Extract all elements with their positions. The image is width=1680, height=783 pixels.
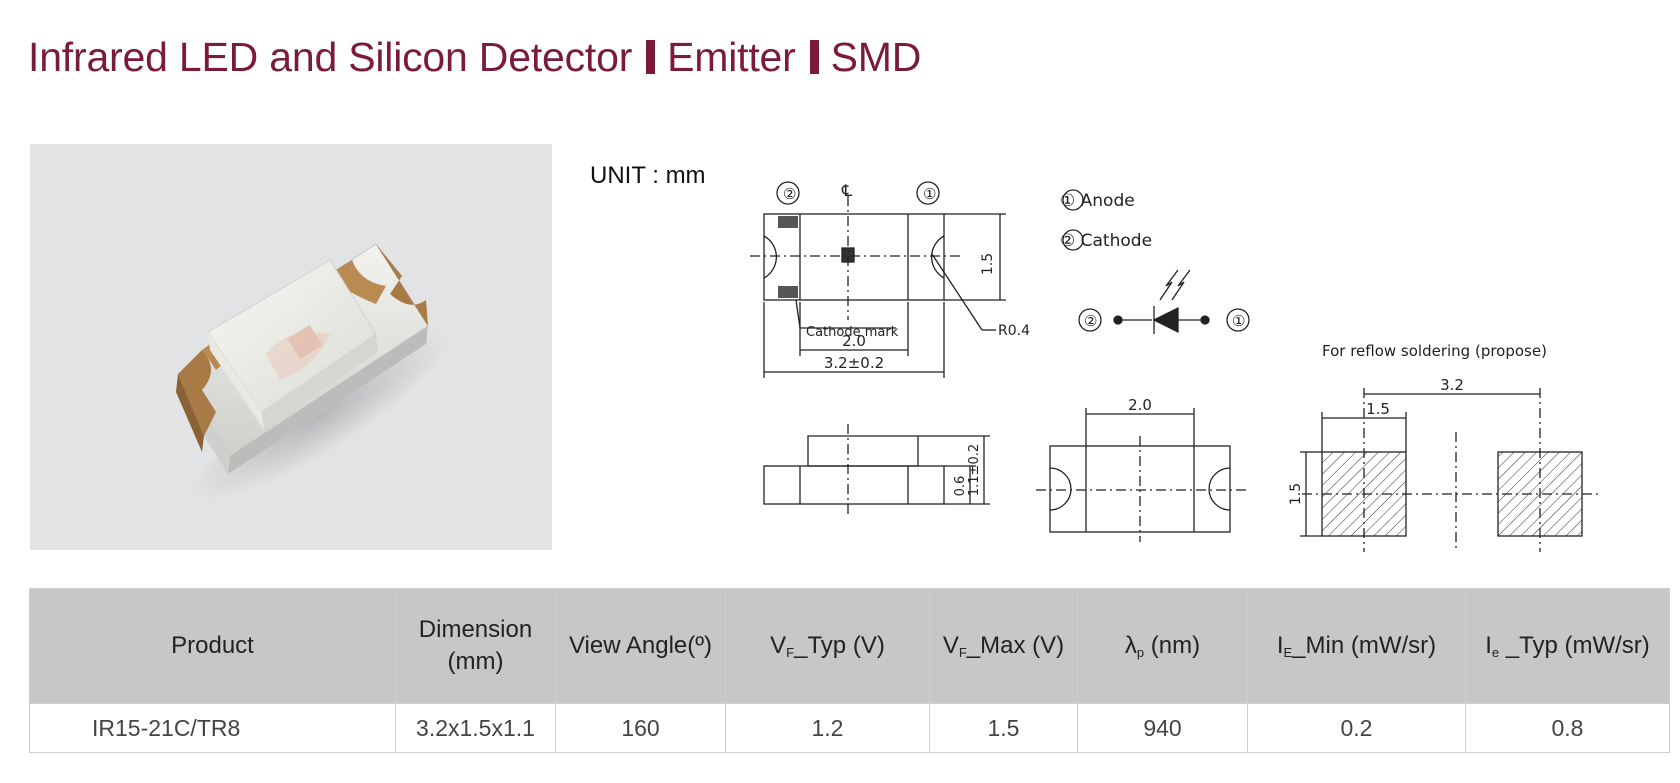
dim-outer-width: 3.2±0.2	[824, 354, 884, 372]
dim-side-thickness: 0.6	[953, 476, 968, 497]
legend-cathode: ② Cathode	[1060, 231, 1152, 251]
header-wavelength: λp (nm)	[1077, 588, 1248, 704]
title-part-type: Emitter	[667, 34, 796, 80]
header-dimension: Dimension(mm)	[395, 588, 556, 704]
unit-label: UNIT : mm	[590, 162, 706, 189]
pin-2-marker-top: ②	[783, 185, 796, 203]
top-view	[750, 196, 1006, 378]
cell-ie-min: 0.2	[1247, 703, 1466, 753]
dim-radius: R0.4	[998, 323, 1030, 339]
dim-reflow-total: 3.2	[1440, 376, 1464, 394]
dim-bottom-width: 2.0	[1128, 396, 1152, 414]
cell-vf-typ: 1.2	[725, 703, 930, 753]
product-photo	[30, 144, 552, 550]
cell-view-angle: 160	[555, 703, 726, 753]
dim-reflow-pad: 1.5	[1366, 400, 1390, 418]
cell-dimension: 3.2x1.5x1.1	[395, 703, 556, 753]
bottom-view	[1036, 408, 1246, 542]
header-vf-max: VF_Max (V)	[929, 588, 1078, 704]
header-ie-min: IE_Min (mW/sr)	[1247, 588, 1466, 704]
title-separator	[646, 40, 656, 74]
dim-inner-width: 2.0	[842, 332, 866, 350]
dim-side-height: 1.1±0.2	[967, 444, 982, 496]
title-part-package: SMD	[830, 34, 922, 80]
symbol-pin-2: ②	[1084, 312, 1097, 330]
cell-product: IR15-21C/TR8	[29, 703, 396, 753]
spec-table: Product Dimension(mm) View Angle(º) VF_T…	[29, 588, 1670, 753]
header-view-angle: View Angle(º)	[555, 588, 726, 704]
header-product: Product	[29, 588, 396, 704]
table-header-row: Product Dimension(mm) View Angle(º) VF_T…	[29, 588, 1670, 704]
dimension-drawing: ② ① ℄ ① Anode ② Cathode ② ① 1.5 R0.4 Cat…	[750, 181, 1600, 552]
cell-wavelength: 940	[1077, 703, 1248, 753]
title-part-product-family: Infrared LED and Silicon Detector	[28, 34, 633, 80]
cell-ie-typ: 0.8	[1465, 703, 1670, 753]
title-separator	[809, 40, 819, 74]
symbol-pin-1: ①	[1232, 312, 1245, 330]
reflow-title: For reflow soldering (propose)	[1322, 342, 1547, 360]
page-title: Infrared LED and Silicon Detector Emitter…	[28, 34, 921, 81]
dim-cathode-mark: Cathode mark	[806, 325, 899, 340]
side-view	[763, 424, 990, 516]
header-ie-typ: Ie _Typ (mW/sr)	[1465, 588, 1670, 704]
table-row: IR15-21C/TR8 3.2x1.5x1.1 160 1.2 1.5 940…	[29, 703, 1670, 753]
dim-height: 1.5	[980, 253, 996, 275]
smd-led-illustration	[176, 243, 449, 502]
pin-1-marker-top: ①	[923, 185, 936, 203]
reflow-pads	[1300, 388, 1600, 552]
centerline-mark: ℄	[841, 181, 853, 200]
diode-symbol	[1113, 269, 1210, 334]
header-vf-typ: VF_Typ (V)	[725, 588, 930, 704]
legend-anode: ① Anode	[1060, 191, 1135, 211]
dim-reflow-height: 1.5	[1288, 483, 1304, 505]
cell-vf-max: 1.5	[929, 703, 1078, 753]
